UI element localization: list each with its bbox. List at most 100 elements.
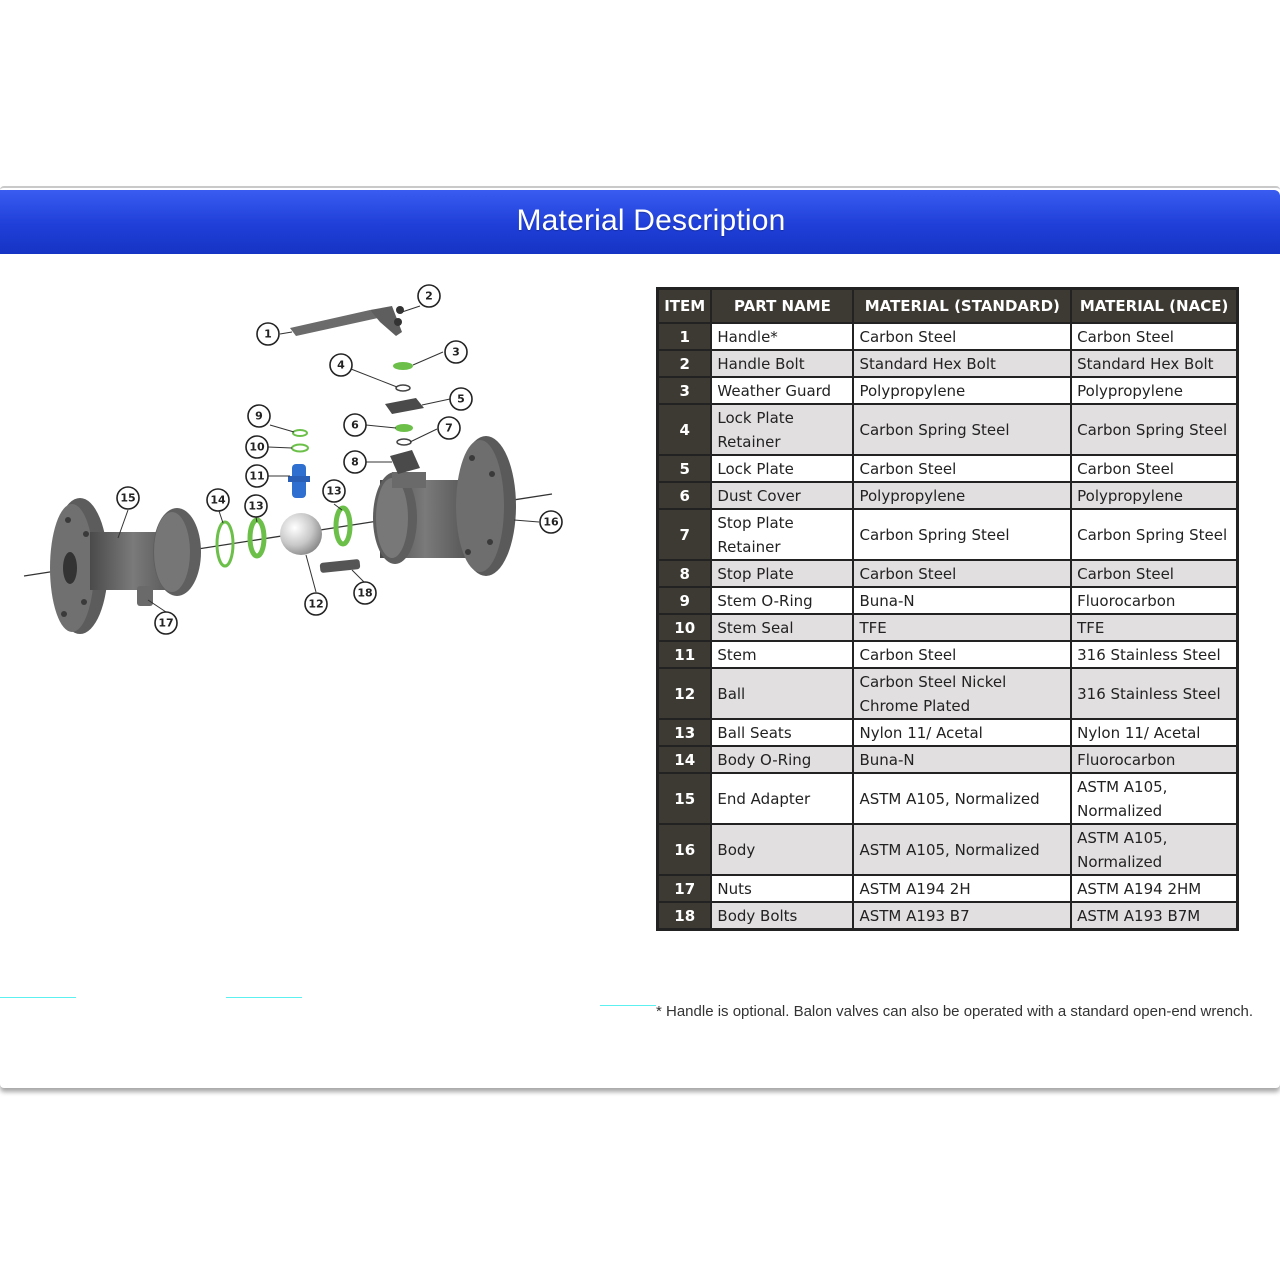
svg-text:1: 1 (264, 328, 272, 341)
part-name: Weather Guard (710, 376, 855, 405)
svg-text:4: 4 (337, 359, 345, 372)
material-standard: Carbon Steel (852, 640, 1073, 669)
material-standard: ASTM A194 2H (852, 874, 1073, 903)
material-nace: ASTM A194 2HM (1070, 874, 1239, 903)
material-standard: Carbon Steel (852, 322, 1073, 351)
callout-13-left: 13 (244, 494, 268, 518)
material-standard: ASTM A105, Normalized (852, 772, 1073, 825)
svg-text:10: 10 (249, 441, 265, 454)
material-standard: Carbon Steel Nickel Chrome Plated (852, 667, 1073, 720)
material-standard: ASTM A193 B7 (852, 901, 1073, 931)
callout-10: 10 (245, 435, 269, 459)
material-table: ITEM PART NAME MATERIAL (STANDARD) MATER… (656, 287, 1239, 931)
material-standard: Carbon Spring Steel (852, 508, 1073, 561)
material-nace: Carbon Steel (1070, 454, 1239, 483)
svg-text:2: 2 (425, 290, 433, 303)
part-name: End Adapter (710, 772, 855, 825)
page-title: Material Description (516, 204, 786, 237)
material-standard: Carbon Steel (852, 559, 1073, 588)
material-standard: Nylon 11/ Acetal (852, 718, 1073, 747)
nut-part (137, 586, 153, 606)
item-number: 15 (656, 772, 713, 825)
part-name: Handle* (710, 322, 855, 351)
material-nace: Polypropylene (1070, 376, 1239, 405)
item-number: 16 (656, 823, 713, 876)
header-item: ITEM (656, 287, 713, 324)
part-name: Stem Seal (710, 613, 855, 642)
header-material-nace: MATERIAL (NACE) (1070, 287, 1239, 324)
svg-text:12: 12 (308, 598, 323, 611)
callout-9: 9 (247, 404, 271, 428)
item-number: 4 (656, 403, 713, 456)
handle-part (290, 306, 402, 336)
material-standard: Carbon Steel (852, 454, 1073, 483)
material-standard: Buna-N (852, 586, 1073, 615)
callout-6: 6 (343, 413, 367, 437)
material-nace: Carbon Steel (1070, 559, 1239, 588)
ball-seat-left-part (247, 517, 267, 559)
part-name: Stop Plate Retainer (710, 508, 855, 561)
header-part-name: PART NAME (710, 287, 855, 324)
item-number: 12 (656, 667, 713, 720)
svg-text:14: 14 (210, 494, 226, 507)
svg-text:7: 7 (445, 422, 453, 435)
table-header-row: ITEM PART NAME MATERIAL (STANDARD) MATER… (656, 287, 1239, 324)
material-nace: Carbon Spring Steel (1070, 403, 1239, 456)
part-name: Ball Seats (710, 718, 855, 747)
callout-8: 8 (343, 450, 367, 474)
material-nace: ASTM A105, Normalized (1070, 772, 1239, 825)
part-name: Stem O-Ring (710, 586, 855, 615)
stop-plate-part (390, 450, 420, 474)
item-number: 18 (656, 901, 713, 931)
svg-text:3: 3 (452, 346, 460, 359)
stem-seal-part (291, 443, 309, 453)
item-number: 14 (656, 745, 713, 774)
item-number: 9 (656, 586, 713, 615)
callout-badges: 1 2 3 4 5 6 7 8 9 10 11 12 13 13 14 15 1… (116, 284, 563, 635)
svg-text:11: 11 (249, 470, 264, 483)
part-name: Lock Plate (710, 454, 855, 483)
svg-text:13: 13 (248, 500, 263, 513)
part-name: Dust Cover (710, 481, 855, 510)
svg-text:13: 13 (326, 485, 341, 498)
ball-part (280, 513, 322, 555)
svg-text:15: 15 (120, 492, 135, 505)
material-nace: Polypropylene (1070, 481, 1239, 510)
part-name: Handle Bolt (710, 349, 855, 378)
body-o-ring-part (215, 520, 235, 568)
callout-11: 11 (245, 464, 269, 488)
handle-bolt-part (396, 306, 404, 314)
svg-text:16: 16 (543, 516, 559, 529)
part-name: Body Bolts (710, 901, 855, 931)
svg-text:17: 17 (158, 617, 173, 630)
callout-1: 1 (256, 322, 280, 346)
material-nace: Fluorocarbon (1070, 586, 1239, 615)
part-name: Stem (710, 640, 855, 669)
callout-16: 16 (539, 510, 563, 534)
body-part (373, 436, 516, 576)
ball-seat-right-part (333, 505, 353, 547)
item-number: 7 (656, 508, 713, 561)
svg-text:8: 8 (351, 456, 359, 469)
footnote: * Handle is optional. Balon valves can a… (656, 1003, 1254, 1020)
material-nace: Nylon 11/ Acetal (1070, 718, 1239, 747)
lock-plate-retainer-part (395, 384, 411, 392)
divider-line (600, 1005, 656, 1006)
dust-cover-part (395, 424, 413, 432)
material-nace: 316 Stainless Steel (1070, 667, 1239, 720)
